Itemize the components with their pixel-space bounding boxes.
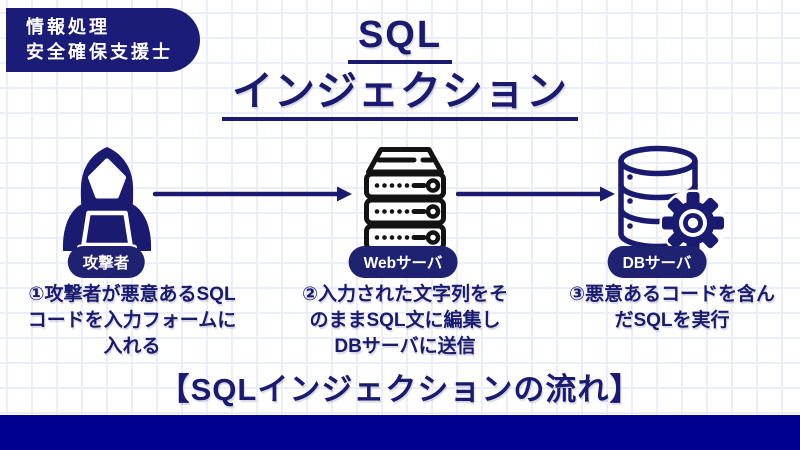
database-gear-icon	[610, 144, 727, 259]
page-title: SQL インジェクション	[0, 14, 800, 121]
node-label-dbserver: DBサーバ	[607, 246, 707, 278]
node-label-attacker: 攻撃者	[67, 246, 145, 278]
attacker-hacker-icon	[52, 146, 162, 257]
step1-caption: ①攻撃者が悪意あるSQL コードを入力フォームに 入れる	[27, 284, 237, 357]
web-server-rack-icon	[352, 145, 458, 256]
step2-caption: ②入力された文字列をそ のままSQL文に編集し DBサーバに送信	[301, 284, 509, 357]
flow-arrow-attacker-to-webserver	[153, 186, 352, 202]
footer-heading: 【SQLインジェクションの流れ】	[158, 372, 642, 407]
certification-badge: 情報処理 安全確保支援士	[6, 8, 200, 72]
title-line1: SQL	[347, 14, 453, 64]
bottom-accent-bar	[0, 415, 800, 450]
node-label-webserver: Webサーバ	[348, 246, 458, 278]
badge-line2: 安全確保支援士	[26, 42, 173, 62]
badge-line1: 情報処理	[26, 16, 110, 37]
flow-arrow-webserver-to-dbserver	[456, 186, 615, 202]
step3-caption: ③悪意あるコードを含ん だSQLを実行	[568, 284, 776, 331]
title-line2: インジェクション	[222, 68, 578, 121]
